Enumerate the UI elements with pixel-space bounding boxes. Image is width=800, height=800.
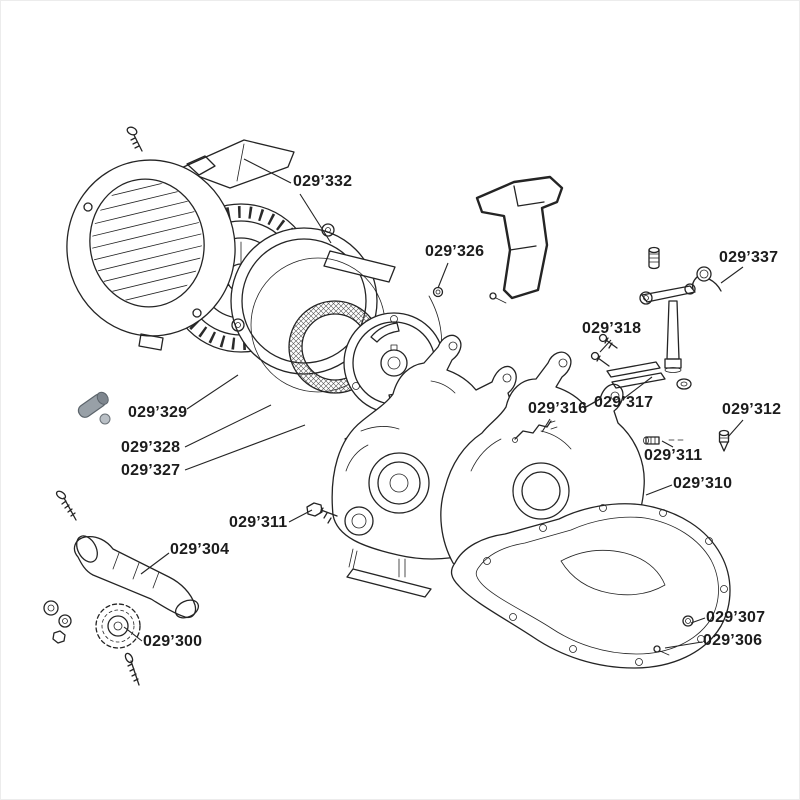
- washers-nut: [43, 600, 72, 644]
- bolt-long: [55, 490, 77, 521]
- leader-lines: [123, 158, 744, 649]
- part-number-label: 029’332: [293, 173, 353, 190]
- kickstart-lever: [639, 283, 696, 373]
- air-guide-cowl: [475, 175, 564, 304]
- hex-screw: [306, 502, 338, 524]
- small-fittings: [643, 429, 730, 452]
- part-number-label: 029’307: [706, 609, 766, 626]
- part-number-label: 029’328: [121, 439, 181, 456]
- clutch-cover: [450, 503, 731, 669]
- ratchet-plates: [606, 361, 692, 390]
- oil-pump-assembly: [73, 535, 200, 619]
- part-number-label: 029’317: [594, 394, 654, 411]
- part-number-label: 029’312: [722, 401, 782, 418]
- part-number-label: 029’329: [128, 404, 188, 421]
- fan-cover: [66, 155, 236, 351]
- part-number-label: 029’318: [582, 320, 642, 337]
- highlighted-part: [77, 391, 111, 425]
- part-number-label: 029’300: [143, 633, 203, 650]
- cover-plate: [178, 139, 295, 189]
- screw-icon: [126, 126, 143, 152]
- chain-sprocket: [95, 603, 141, 649]
- part-number-label: 029’327: [121, 462, 181, 479]
- bracket-strip: [323, 250, 396, 283]
- shift-linkage: [512, 420, 558, 443]
- part-number-label: 029’311: [229, 514, 288, 531]
- return-spring: [691, 266, 722, 292]
- part-number-label: 029’304: [170, 541, 230, 558]
- part-number-label: 029’310: [673, 475, 733, 492]
- part-number-label: 029’316: [528, 400, 588, 417]
- gasket-strip: [346, 568, 432, 598]
- bolt-short: [124, 652, 140, 686]
- part-number-label: 029’306: [703, 632, 763, 649]
- part-number-label: 029’337: [719, 249, 779, 266]
- part-number-label: 029’326: [425, 243, 485, 260]
- pin-part: [648, 246, 660, 270]
- part-number-label: 029’311: [644, 447, 703, 464]
- screws-pair: [590, 333, 618, 367]
